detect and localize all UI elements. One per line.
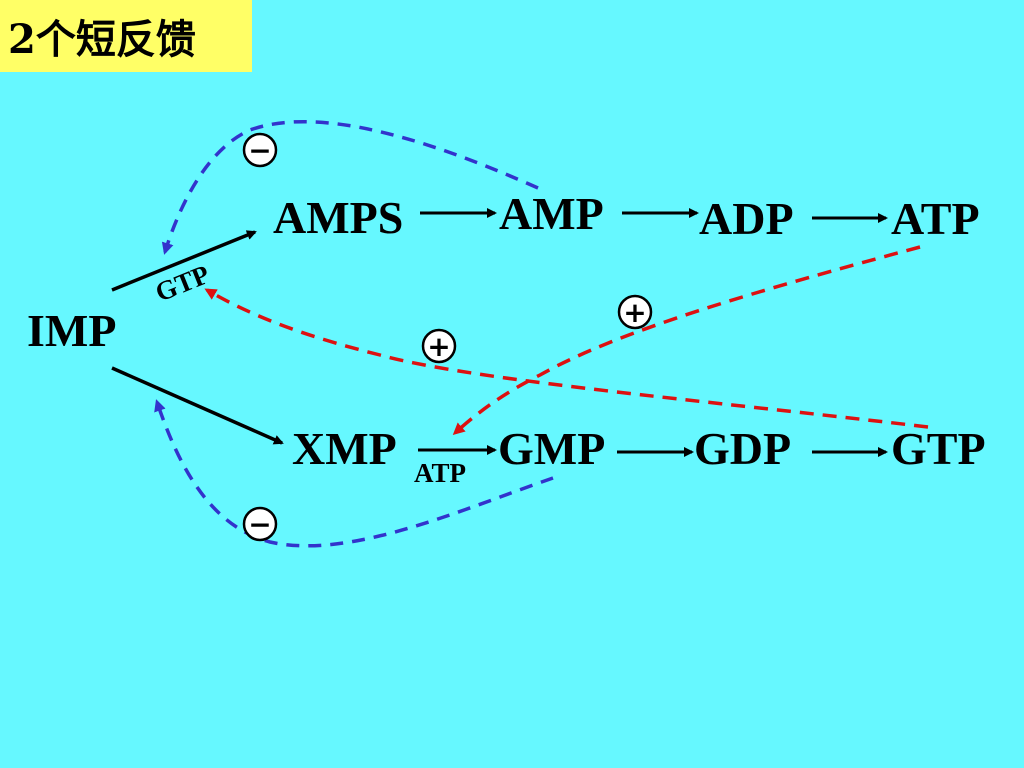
- minus-sign-top-text: −: [248, 134, 271, 167]
- node-imp: IMP: [27, 305, 116, 356]
- node-amp: AMP: [499, 188, 604, 239]
- plus-sign-right-text: +: [623, 296, 646, 329]
- minus-sign-top: −: [242, 132, 278, 168]
- cofactor-atp: ATP: [414, 458, 466, 488]
- cofactor-gtp: GTP: [151, 259, 214, 308]
- feedback-atp-to-gmp-step: [452, 245, 921, 436]
- node-amps: AMPS: [273, 192, 403, 243]
- node-atp: ATP: [891, 193, 980, 244]
- feedback-amp-to-imp-branch: [161, 119, 539, 255]
- plus-sign-right: +: [617, 294, 653, 330]
- feedback-gmp-to-imp-branch: [154, 399, 554, 548]
- node-gtp: GTP: [891, 423, 986, 474]
- node-gmp: GMP: [498, 423, 605, 474]
- node-gdp: GDP: [694, 423, 791, 474]
- arrow-imp-to-xmp: [111, 366, 284, 445]
- minus-sign-bottom-text: −: [248, 508, 271, 541]
- minus-sign-bottom: −: [242, 506, 278, 542]
- arrow-imp-to-amps: [111, 230, 257, 292]
- title-box: 2个短反馈: [0, 0, 252, 72]
- slide-title: 2个短反馈: [8, 16, 196, 63]
- node-xmp: XMP: [292, 423, 397, 474]
- plus-sign-left-text: +: [427, 330, 450, 363]
- feedback-gtp-to-amps-step: [204, 288, 929, 429]
- node-adp: ADP: [699, 193, 794, 244]
- plus-sign-left: +: [421, 328, 457, 364]
